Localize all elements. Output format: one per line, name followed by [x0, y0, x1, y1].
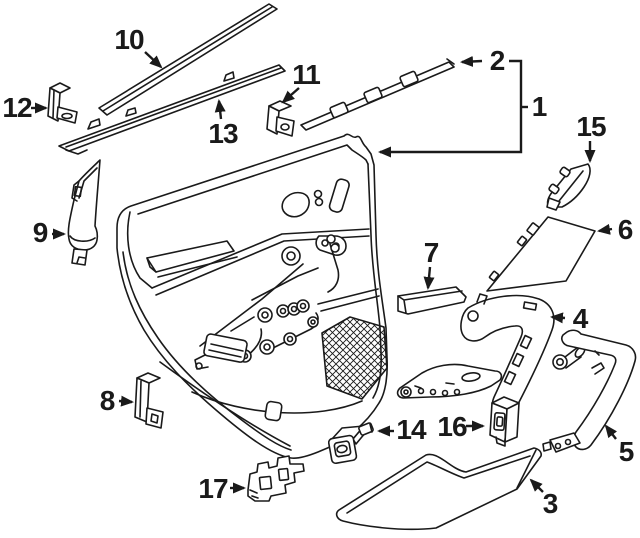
arrow-5: [604, 424, 618, 440]
callout-9[interactable]: 9: [32, 217, 49, 248]
arrow-6: [597, 223, 613, 235]
part-16-switch: [489, 396, 520, 447]
part-14-switch: [327, 422, 374, 465]
callout-7[interactable]: 7: [423, 237, 440, 268]
arrow-10: [144, 51, 163, 69]
part-10-molding: [98, 3, 278, 116]
callout-14[interactable]: 14: [396, 414, 426, 445]
part-9-sail-trim: [67, 159, 101, 266]
part-3-armrest-panel: [335, 447, 542, 531]
callout-10[interactable]: 10: [114, 24, 144, 55]
part-8-clip: [134, 372, 164, 429]
callout-17[interactable]: 17: [198, 473, 228, 504]
part-5-grab-handle: [542, 329, 637, 453]
arrow-7: [423, 266, 435, 290]
arrow-2: [460, 55, 483, 67]
callout-15[interactable]: 15: [576, 111, 606, 142]
callout-8[interactable]: 8: [99, 385, 116, 416]
callout-4[interactable]: 4: [572, 303, 589, 334]
part-11-clip: [266, 100, 295, 137]
callout-5[interactable]: 5: [618, 436, 635, 467]
callout-13[interactable]: 13: [208, 118, 238, 149]
callout-2[interactable]: 2: [489, 45, 506, 76]
callout-11[interactable]: 11: [292, 59, 321, 90]
armrest-base-plate: [396, 363, 503, 399]
arrow-3: [529, 478, 544, 493]
callout-arrows: [31, 51, 618, 494]
part-17-bracket: [247, 455, 305, 502]
arrow-4: [550, 312, 566, 324]
part-13-molding: [58, 64, 286, 155]
part-6-cover-panel: [486, 216, 596, 292]
arrow-11: [281, 87, 300, 104]
door-trim-panel: [116, 133, 388, 459]
part-15-bracket: [546, 163, 591, 211]
callout-6[interactable]: 6: [617, 214, 634, 245]
callout-1[interactable]: 1: [531, 91, 548, 122]
part-12-clip: [47, 82, 78, 124]
arrow-13: [214, 99, 226, 120]
callout-12[interactable]: 12: [2, 92, 32, 123]
callout-3[interactable]: 3: [542, 488, 559, 519]
arrow-8: [118, 395, 134, 407]
part-2-weatherstrip: [300, 58, 455, 131]
callout-16[interactable]: 16: [437, 411, 467, 442]
part-7-wedge: [397, 286, 467, 315]
